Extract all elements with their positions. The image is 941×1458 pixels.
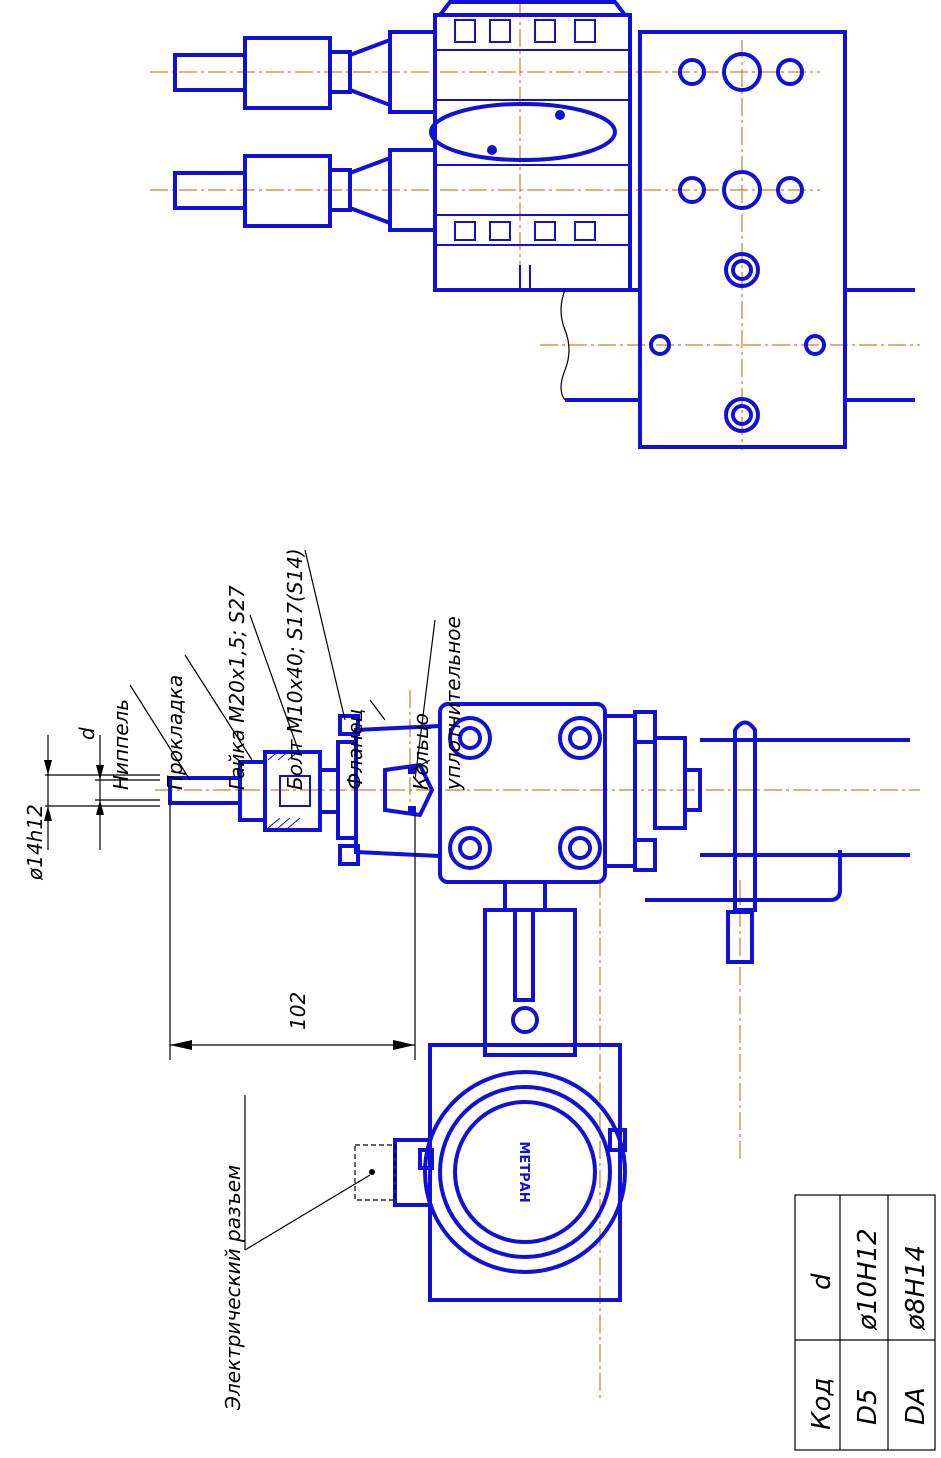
label-gasket: Прокладка xyxy=(163,675,187,790)
label-flange: Фланец xyxy=(343,709,367,790)
label-electrical-connector: Электрический разъем xyxy=(221,1165,245,1411)
label-inner-diameter: d xyxy=(75,727,99,740)
table-cell-code-2: DA xyxy=(901,1387,931,1425)
label-ring-sealing: уплотнительное xyxy=(441,616,465,791)
top-view xyxy=(150,0,920,450)
table-header-code: Код xyxy=(807,1378,837,1430)
label-nipple: Ниппель xyxy=(109,699,133,790)
table-header-d: d xyxy=(807,1273,837,1290)
callout-labels: ø14h12 d 102 Ниппель Прокладка Гайка М20… xyxy=(23,548,465,1411)
label-length: 102 xyxy=(286,992,310,1030)
leader-lines xyxy=(129,549,436,1251)
label-outer-diameter: ø14h12 xyxy=(23,804,47,881)
metran-logo: МЕТРАН xyxy=(516,1141,531,1202)
mounting-plate xyxy=(638,30,847,449)
label-bolt: Болт М10х40; S17(S14) xyxy=(283,548,307,790)
side-view: МЕТРАН xyxy=(23,548,936,1451)
code-table: Код d D5 ø10H12 DA ø8H14 xyxy=(794,1194,936,1451)
transmitter-flange xyxy=(438,702,657,884)
table-cell-d-1: ø10H12 xyxy=(853,1228,883,1331)
electronics-housing: МЕТРАН xyxy=(418,880,627,1302)
manifold-body xyxy=(429,0,632,292)
label-nut: Гайка М20х1,5; S27 xyxy=(225,585,249,790)
label-ring: Кольцо xyxy=(409,713,433,790)
dimensions xyxy=(44,735,416,1060)
table-cell-d-2: ø8H14 xyxy=(901,1245,931,1331)
table-cell-code-1: D5 xyxy=(853,1388,883,1425)
electrical-connector xyxy=(354,1138,432,1207)
support-pipe-top xyxy=(560,288,915,402)
pipe-bracket xyxy=(645,720,910,964)
